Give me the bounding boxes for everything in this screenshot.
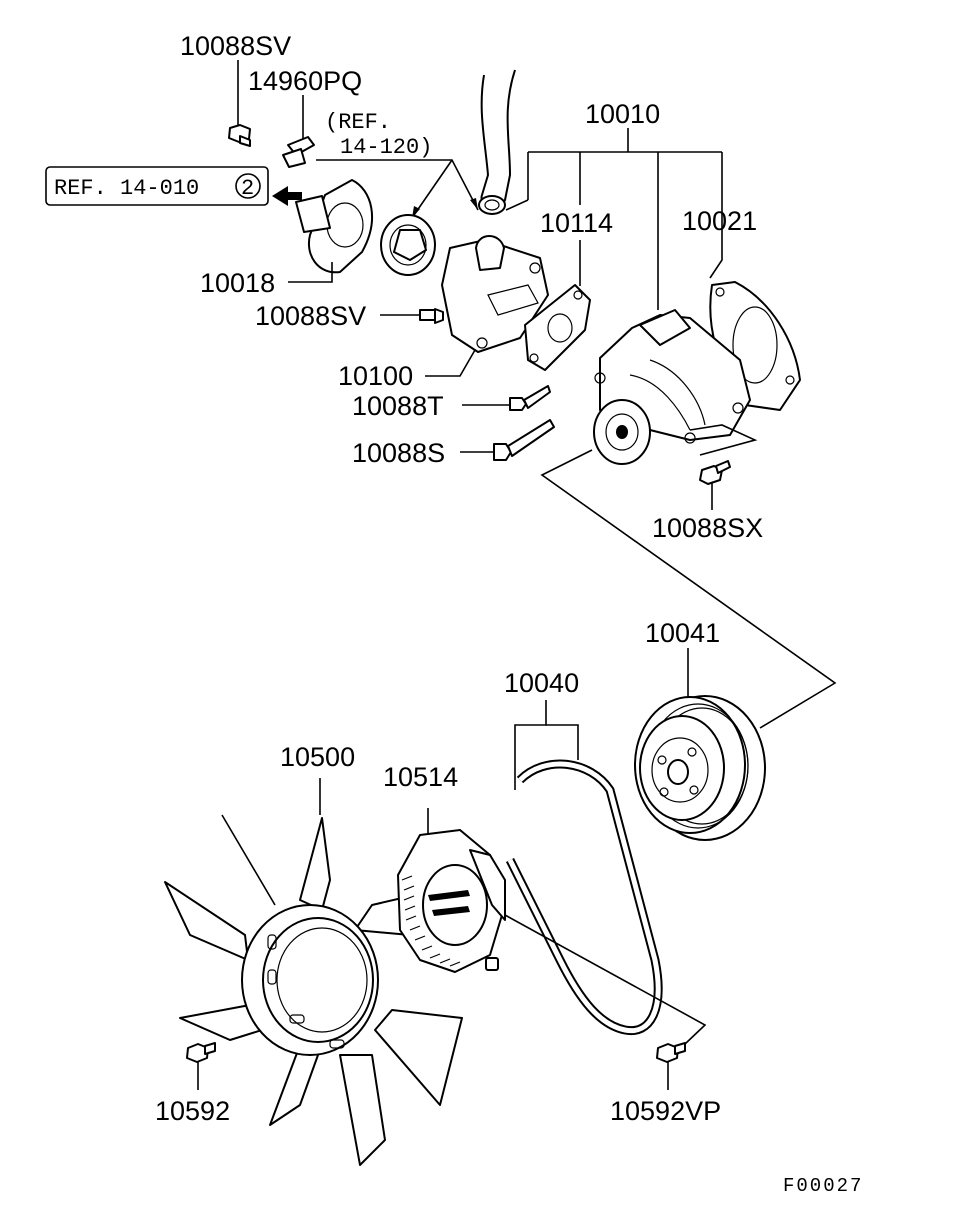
label-10514: 10514 bbox=[383, 762, 458, 792]
label-10088sv-top: 10088SV bbox=[180, 31, 291, 61]
bolt-10088t bbox=[462, 385, 551, 411]
label-10088sv-mid: 10088SV bbox=[255, 301, 366, 331]
fan-10500 bbox=[164, 778, 463, 1166]
label-14960pq: 14960PQ bbox=[248, 66, 362, 96]
label-ref-14-120-line1: (REF. bbox=[325, 110, 391, 135]
label-10088sx: 10088SX bbox=[652, 513, 763, 543]
label-10500: 10500 bbox=[280, 742, 355, 772]
bracket-10010 bbox=[505, 128, 723, 310]
thermostat-cover-10018 bbox=[288, 179, 374, 283]
water-pump bbox=[593, 309, 751, 465]
thermostat bbox=[380, 214, 436, 276]
label-10100: 10100 bbox=[338, 361, 413, 391]
water-outlet-10100 bbox=[425, 235, 549, 377]
label-10114: 10114 bbox=[540, 208, 613, 238]
label-10088t: 10088T bbox=[352, 391, 444, 421]
label-10010: 10010 bbox=[585, 99, 660, 129]
label-ref-14-120-line2: 14-120) bbox=[340, 135, 432, 160]
ref-14-120-leaders bbox=[316, 159, 479, 219]
bolt-10088sx bbox=[689, 424, 758, 510]
label-10592vp: 10592VP bbox=[610, 1096, 721, 1126]
ref-14-010-box bbox=[45, 166, 302, 206]
label-10018: 10018 bbox=[200, 268, 275, 298]
pump-pulley-alignment-line bbox=[540, 449, 837, 729]
bolt-10592 bbox=[186, 1042, 216, 1090]
bolt-10088sv-mid bbox=[380, 308, 444, 324]
label-10592: 10592 bbox=[155, 1096, 230, 1126]
gasket-10114 bbox=[524, 240, 591, 371]
bolt-10088sv-top bbox=[228, 60, 251, 147]
label-10088s: 10088S bbox=[352, 438, 445, 468]
label-10041: 10041 bbox=[645, 618, 720, 648]
label-10040: 10040 bbox=[504, 668, 579, 698]
figure-code: F00027 bbox=[783, 1175, 863, 1197]
label-ref-14-010-circle: 2 bbox=[241, 176, 254, 201]
fan-clutch-10514 bbox=[397, 808, 506, 973]
upper-hose bbox=[478, 69, 516, 215]
label-ref-14-010: REF. 14-010 bbox=[54, 176, 199, 201]
bolt-10592vp bbox=[504, 914, 707, 1090]
bolt-10088s bbox=[460, 419, 555, 461]
clip-14960pq bbox=[282, 95, 315, 168]
label-10021: 10021 bbox=[682, 206, 757, 236]
pulley-10041 bbox=[634, 648, 766, 841]
